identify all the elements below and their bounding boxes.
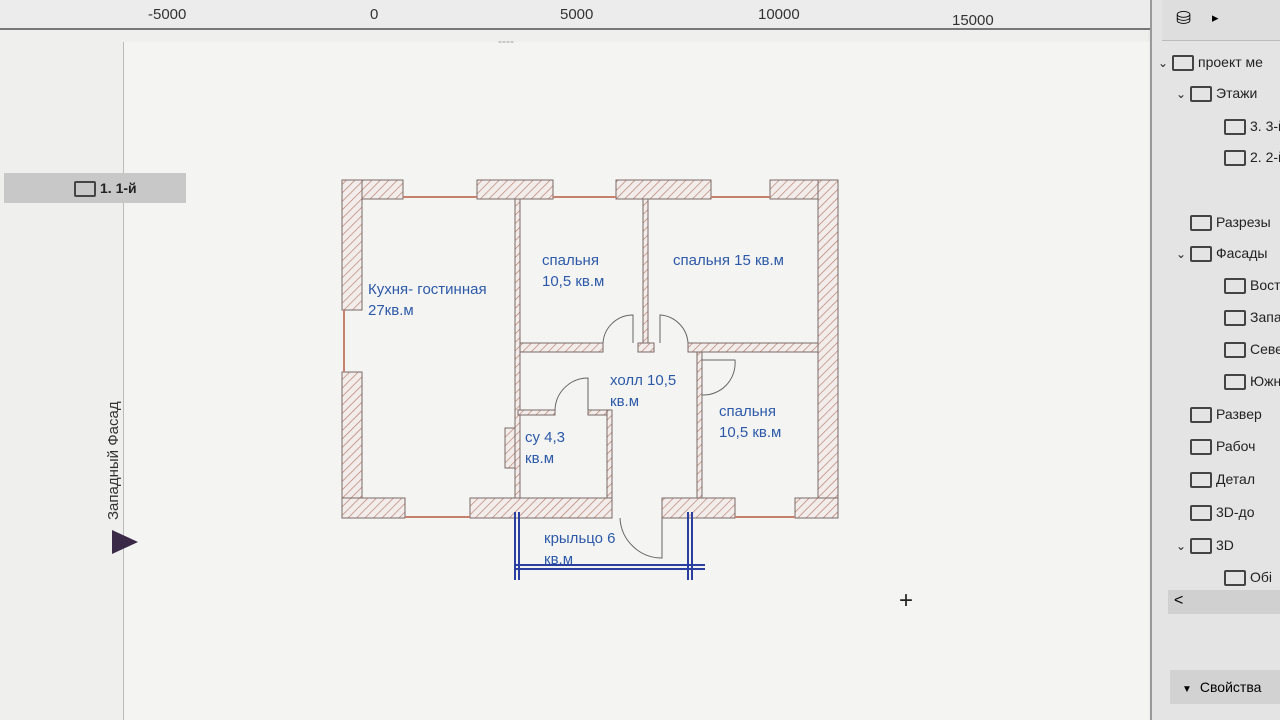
room-name: спальня xyxy=(542,252,599,269)
tree-node-icon xyxy=(1224,150,1246,167)
tree-item-label: 3D-до xyxy=(1216,504,1255,520)
tree-item[interactable]: Рабоч xyxy=(1176,431,1255,461)
room-area: кв.м xyxy=(525,450,555,467)
horizontal-scrollbar[interactable]: < xyxy=(1168,590,1280,614)
room-label-bedroom-3[interactable]: спальня 10,5 кв.м xyxy=(719,401,781,443)
horizontal-ruler: -5000 0 5000 10000 15000 xyxy=(0,0,1150,30)
room-area: 10,5 кв.м xyxy=(542,273,605,290)
room-label-kitchen[interactable]: Кухня- гостинная 27кв.м xyxy=(368,279,487,321)
tree-item-label: проект ме xyxy=(1198,54,1263,70)
elevation-marker-icon[interactable] xyxy=(112,530,138,554)
tree-item-label: 3. 3-й xyxy=(1250,118,1280,134)
tree-node-icon xyxy=(74,181,96,198)
doors xyxy=(554,314,736,559)
tree-node-icon xyxy=(1224,310,1246,327)
tree-item[interactable]: Обі xyxy=(1210,562,1272,592)
tree-item-label: 1. 1-й xyxy=(100,180,137,196)
chevron-down-icon[interactable]: ⌄ xyxy=(1176,87,1187,101)
collapse-icon: ▼ xyxy=(1182,684,1192,695)
room-name: спальня xyxy=(719,403,776,420)
properties-header[interactable]: ▼ Свойства xyxy=(1170,670,1280,704)
tree-node-icon xyxy=(1190,439,1212,456)
tree-item-label: Запа xyxy=(1250,309,1280,325)
tree-node-icon xyxy=(1224,119,1246,136)
tree-item[interactable]: 1. 1-й xyxy=(4,173,186,203)
tree-node-icon xyxy=(1172,55,1194,72)
tree-node-icon xyxy=(1224,570,1246,587)
tree-item-label: Севе xyxy=(1250,341,1280,357)
room-label-porch[interactable]: крыльцо 6 кв.м xyxy=(544,528,616,570)
room-area: 10,5 кв.м xyxy=(719,424,782,441)
tree-node-icon xyxy=(1190,407,1212,424)
tree-item-label: Южн xyxy=(1250,373,1280,389)
windows xyxy=(343,196,795,518)
tree-item-label: Детал xyxy=(1216,471,1256,487)
room-area: 27кв.м xyxy=(368,302,414,319)
scroll-left-button[interactable]: < xyxy=(1174,592,1184,609)
tree-item[interactable]: Запа xyxy=(1210,302,1280,332)
room-name: спальня 15 кв.м xyxy=(673,252,784,269)
room-label-hall[interactable]: холл 10,5 кв.м xyxy=(610,370,676,412)
room-label-bathroom[interactable]: су 4,3 кв.м xyxy=(525,427,565,469)
drawing-sheet xyxy=(123,42,1149,720)
crosshair-cursor-icon: + xyxy=(899,587,914,614)
tree-item[interactable]: Детал xyxy=(1176,464,1255,494)
tree-item[interactable]: 2. 2-й xyxy=(1210,142,1280,172)
tree-node-icon xyxy=(1190,538,1212,555)
ruler-tick: 10000 xyxy=(758,6,800,23)
tree-item[interactable]: 3D-до xyxy=(1176,497,1255,527)
tree-item[interactable]: Южн xyxy=(1210,366,1280,396)
room-area: кв.м xyxy=(610,393,640,410)
ruler-tick: 5000 xyxy=(560,6,594,23)
ruler-tick: -5000 xyxy=(148,6,187,23)
tree-item[interactable]: Разрезы xyxy=(1176,207,1271,237)
tree-item[interactable]: Севе xyxy=(1210,334,1280,364)
floor-plan[interactable] xyxy=(0,0,1150,720)
properties-label: Свойства xyxy=(1199,679,1262,695)
ruler-tick: 0 xyxy=(370,6,379,23)
room-name: холл 10,5 xyxy=(610,372,677,389)
room-label-bedroom-2[interactable]: спальня 15 кв.м xyxy=(673,250,784,271)
tree-item[interactable]: 3. 3-й xyxy=(1210,111,1280,141)
tree-item-label: Восто xyxy=(1250,277,1280,293)
tree-item-label: Этажи xyxy=(1216,85,1258,101)
tree-node-icon xyxy=(1190,505,1212,522)
tree-item[interactable]: Развер xyxy=(1176,399,1262,429)
room-name: крыльцо 6 xyxy=(544,530,616,547)
tree-node-icon xyxy=(1224,278,1246,295)
navigator-toolbar: ⛁ ▸ xyxy=(1162,0,1280,41)
tree-item-label: 2. 2-й xyxy=(1250,149,1280,165)
tree-node-icon xyxy=(1190,472,1212,489)
porch xyxy=(514,512,705,580)
chevron-down-icon[interactable]: ⌄ xyxy=(1176,247,1187,261)
tree-node-icon xyxy=(1190,246,1212,263)
chevron-down-icon[interactable]: ⌄ xyxy=(1158,56,1169,70)
walls xyxy=(341,179,839,519)
tree-item[interactable]: ⌄ проект ме xyxy=(1158,47,1263,77)
tree-item[interactable]: ⌄ Фасады xyxy=(1176,238,1267,268)
tree-item-label: Развер xyxy=(1216,406,1262,422)
tree-item[interactable]: ⌄ 3D xyxy=(1176,530,1234,560)
room-area: кв.м xyxy=(544,551,574,568)
tree-node-icon xyxy=(1190,86,1212,103)
tree-item[interactable]: Восто xyxy=(1210,270,1280,300)
tree-node-icon xyxy=(1190,215,1212,232)
chevron-down-icon[interactable]: ⌄ xyxy=(1176,539,1187,553)
tree-item[interactable]: ⌄ Этажи xyxy=(1176,78,1257,108)
room-name: су 4,3 xyxy=(525,429,566,446)
tree-node-icon xyxy=(1224,374,1246,391)
tree-node-icon xyxy=(1224,342,1246,359)
view-marker-dashes: ---- xyxy=(498,34,514,48)
tree-item-label: Обі xyxy=(1250,569,1273,585)
project-map-icon[interactable]: ⛁ xyxy=(1176,8,1192,28)
tree-item-label: 3D xyxy=(1216,537,1234,553)
ruler-tick: 15000 xyxy=(952,12,994,29)
room-label-bedroom-1[interactable]: спальня 10,5 кв.м xyxy=(542,250,604,292)
navigator-menu-arrow[interactable]: ▸ xyxy=(1212,10,1219,25)
tree-item-label: Разрезы xyxy=(1216,214,1271,230)
room-name: Кухня- гостинная xyxy=(368,281,487,298)
tree-item-label: Рабоч xyxy=(1216,438,1256,454)
tree-item-label: Фасады xyxy=(1216,245,1268,261)
